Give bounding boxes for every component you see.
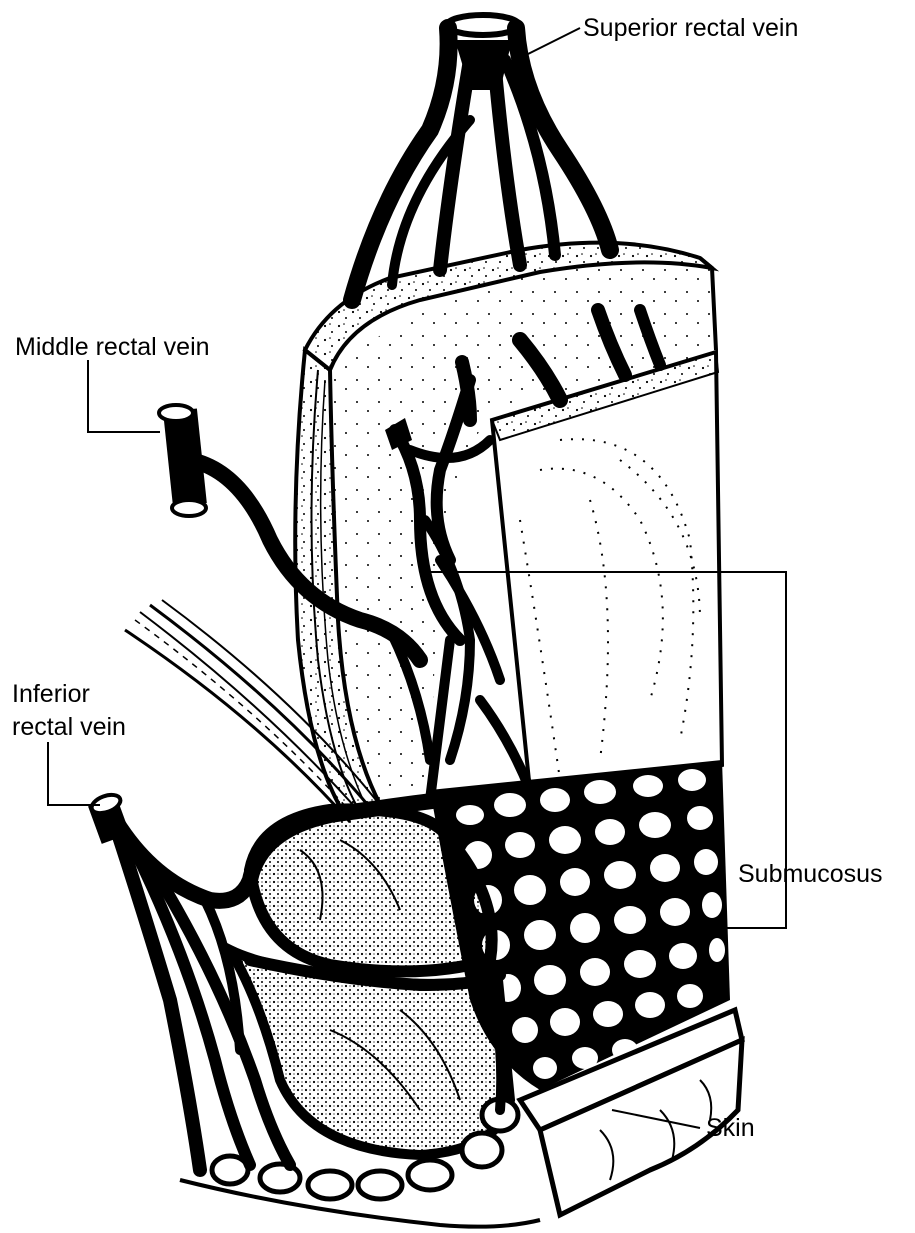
label-superior-rectal-vein: Superior rectal vein xyxy=(583,13,798,43)
label-inferior-line2: rectal vein xyxy=(12,711,172,744)
mucosa-panel xyxy=(492,352,722,810)
leader-middle xyxy=(88,360,160,432)
label-skin: Skin xyxy=(706,1113,755,1143)
leader-superior xyxy=(520,28,580,58)
label-submucosus: Submucosus xyxy=(738,859,883,889)
label-middle-rectal-vein: Middle rectal vein xyxy=(15,332,210,362)
label-inferior-line1: Inferior xyxy=(12,678,172,711)
leader-inferior xyxy=(48,742,100,805)
label-inferior-rectal-vein: Inferior rectal vein xyxy=(12,678,172,744)
